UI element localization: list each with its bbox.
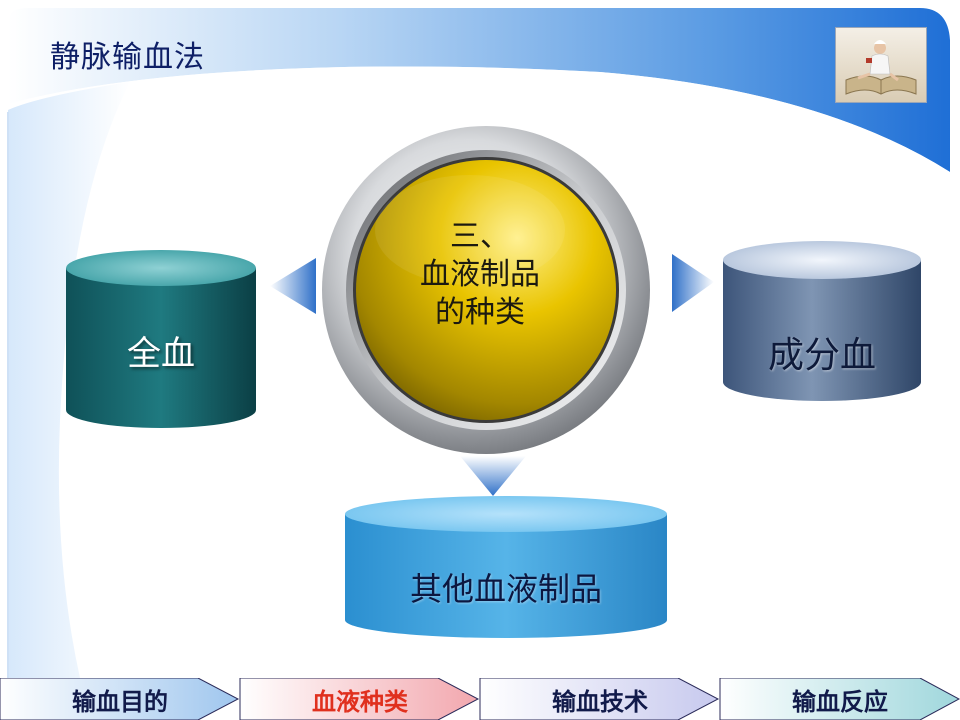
tab-technique[interactable]: 输血技术 — [480, 678, 720, 720]
tab-reactions-label: 输血反应 — [792, 687, 888, 716]
tab-purpose-label: 输血目的 — [72, 687, 168, 716]
arrow-right — [672, 254, 714, 312]
tab-technique-label: 输血技术 — [552, 687, 648, 716]
cylinder-component-blood — [723, 241, 921, 401]
slide-title: 静脉输血法 — [50, 40, 205, 75]
hub-line-3: 的种类 — [435, 295, 525, 330]
arrow-down — [460, 456, 526, 496]
hub-label: 三、 血液制品 的种类 — [380, 218, 580, 332]
nav-background — [0, 678, 960, 720]
hub-line-2: 血液制品 — [420, 257, 540, 292]
nurse-photo — [835, 27, 927, 103]
component-blood-label: 成分血 — [767, 335, 876, 376]
hub-line-1: 三、 — [450, 219, 510, 254]
cylinder-other-products — [345, 496, 667, 638]
tab-blood-types[interactable]: 血液种类 — [240, 678, 480, 720]
tab-blood-types-label: 血液种类 — [312, 687, 408, 716]
arrow-left — [270, 258, 316, 314]
tab-purpose[interactable]: 输血目的 — [0, 678, 240, 720]
cylinder-whole-blood — [66, 250, 256, 428]
tab-reactions[interactable]: 输血反应 — [720, 678, 960, 720]
whole-blood-label: 全血 — [127, 334, 195, 374]
bottom-navigation: 输血目的 血液种类 输血技术 输血反应 — [0, 678, 960, 720]
other-products-label: 其他血液制品 — [409, 570, 602, 608]
